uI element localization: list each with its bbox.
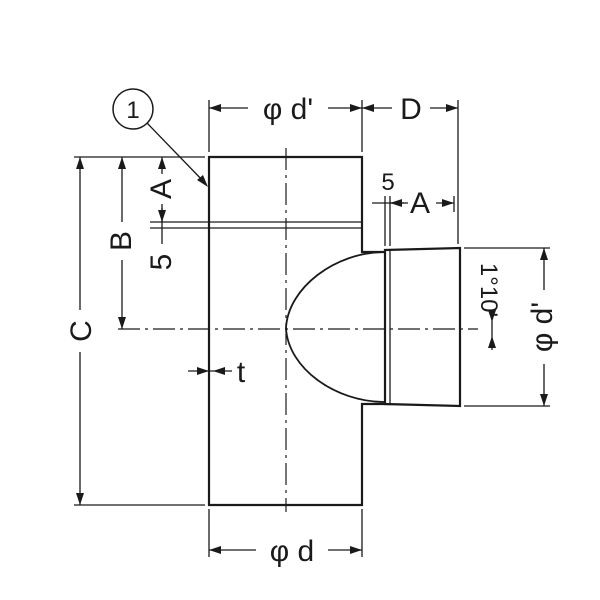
a-left-label-bg	[150, 174, 174, 204]
t-arrow-right	[213, 367, 225, 375]
top-diameter-label: φ d'	[263, 93, 313, 126]
balloon-number: 1	[126, 97, 139, 124]
branch-outlet	[383, 246, 462, 408]
angle-arrow-top	[488, 310, 496, 322]
bottom-dim-arrow-right	[350, 546, 362, 554]
top-dim-arrow-right	[350, 104, 362, 112]
d-dim-arrow-right	[446, 104, 458, 112]
five-right-label: 5	[381, 169, 394, 196]
a-left-arrow-top	[158, 157, 166, 169]
bottom-dim-arrow-left	[209, 546, 221, 554]
b-dim-arrow-bottom	[118, 317, 126, 329]
branch-dim-arrow-bottom	[540, 394, 548, 406]
balloon-leader-arrow	[197, 175, 208, 187]
d-label: D	[400, 93, 422, 126]
balloon-leader	[146, 122, 207, 185]
b-label: B	[105, 231, 138, 251]
part-balloon	[112, 88, 154, 130]
bottom-diameter-label: φ d	[270, 535, 314, 568]
five-left-label: 5	[145, 254, 178, 271]
t-arrow-left	[197, 367, 209, 375]
branch-diameter-label: φ d'	[526, 302, 559, 352]
a-right-label: A	[410, 187, 430, 220]
d-dim-arrow-left	[362, 104, 374, 112]
a-right-arrow-left	[390, 199, 402, 207]
main-pipe-body	[207, 155, 392, 507]
c-label: C	[65, 320, 98, 342]
angle-arrow-bottom	[488, 336, 496, 348]
angle-label: 1°10'	[475, 263, 502, 317]
a-left-label: A	[145, 179, 178, 199]
t-label: t	[237, 356, 246, 389]
c-dim-arrow-top	[76, 157, 84, 169]
b-dim-arrow-top	[118, 157, 126, 169]
branch-dim-arrow-top	[540, 248, 548, 260]
top-dim-arrow-left	[209, 104, 221, 112]
a-right-arrow-right	[442, 199, 454, 207]
c-dim-arrow-bottom	[76, 493, 84, 505]
